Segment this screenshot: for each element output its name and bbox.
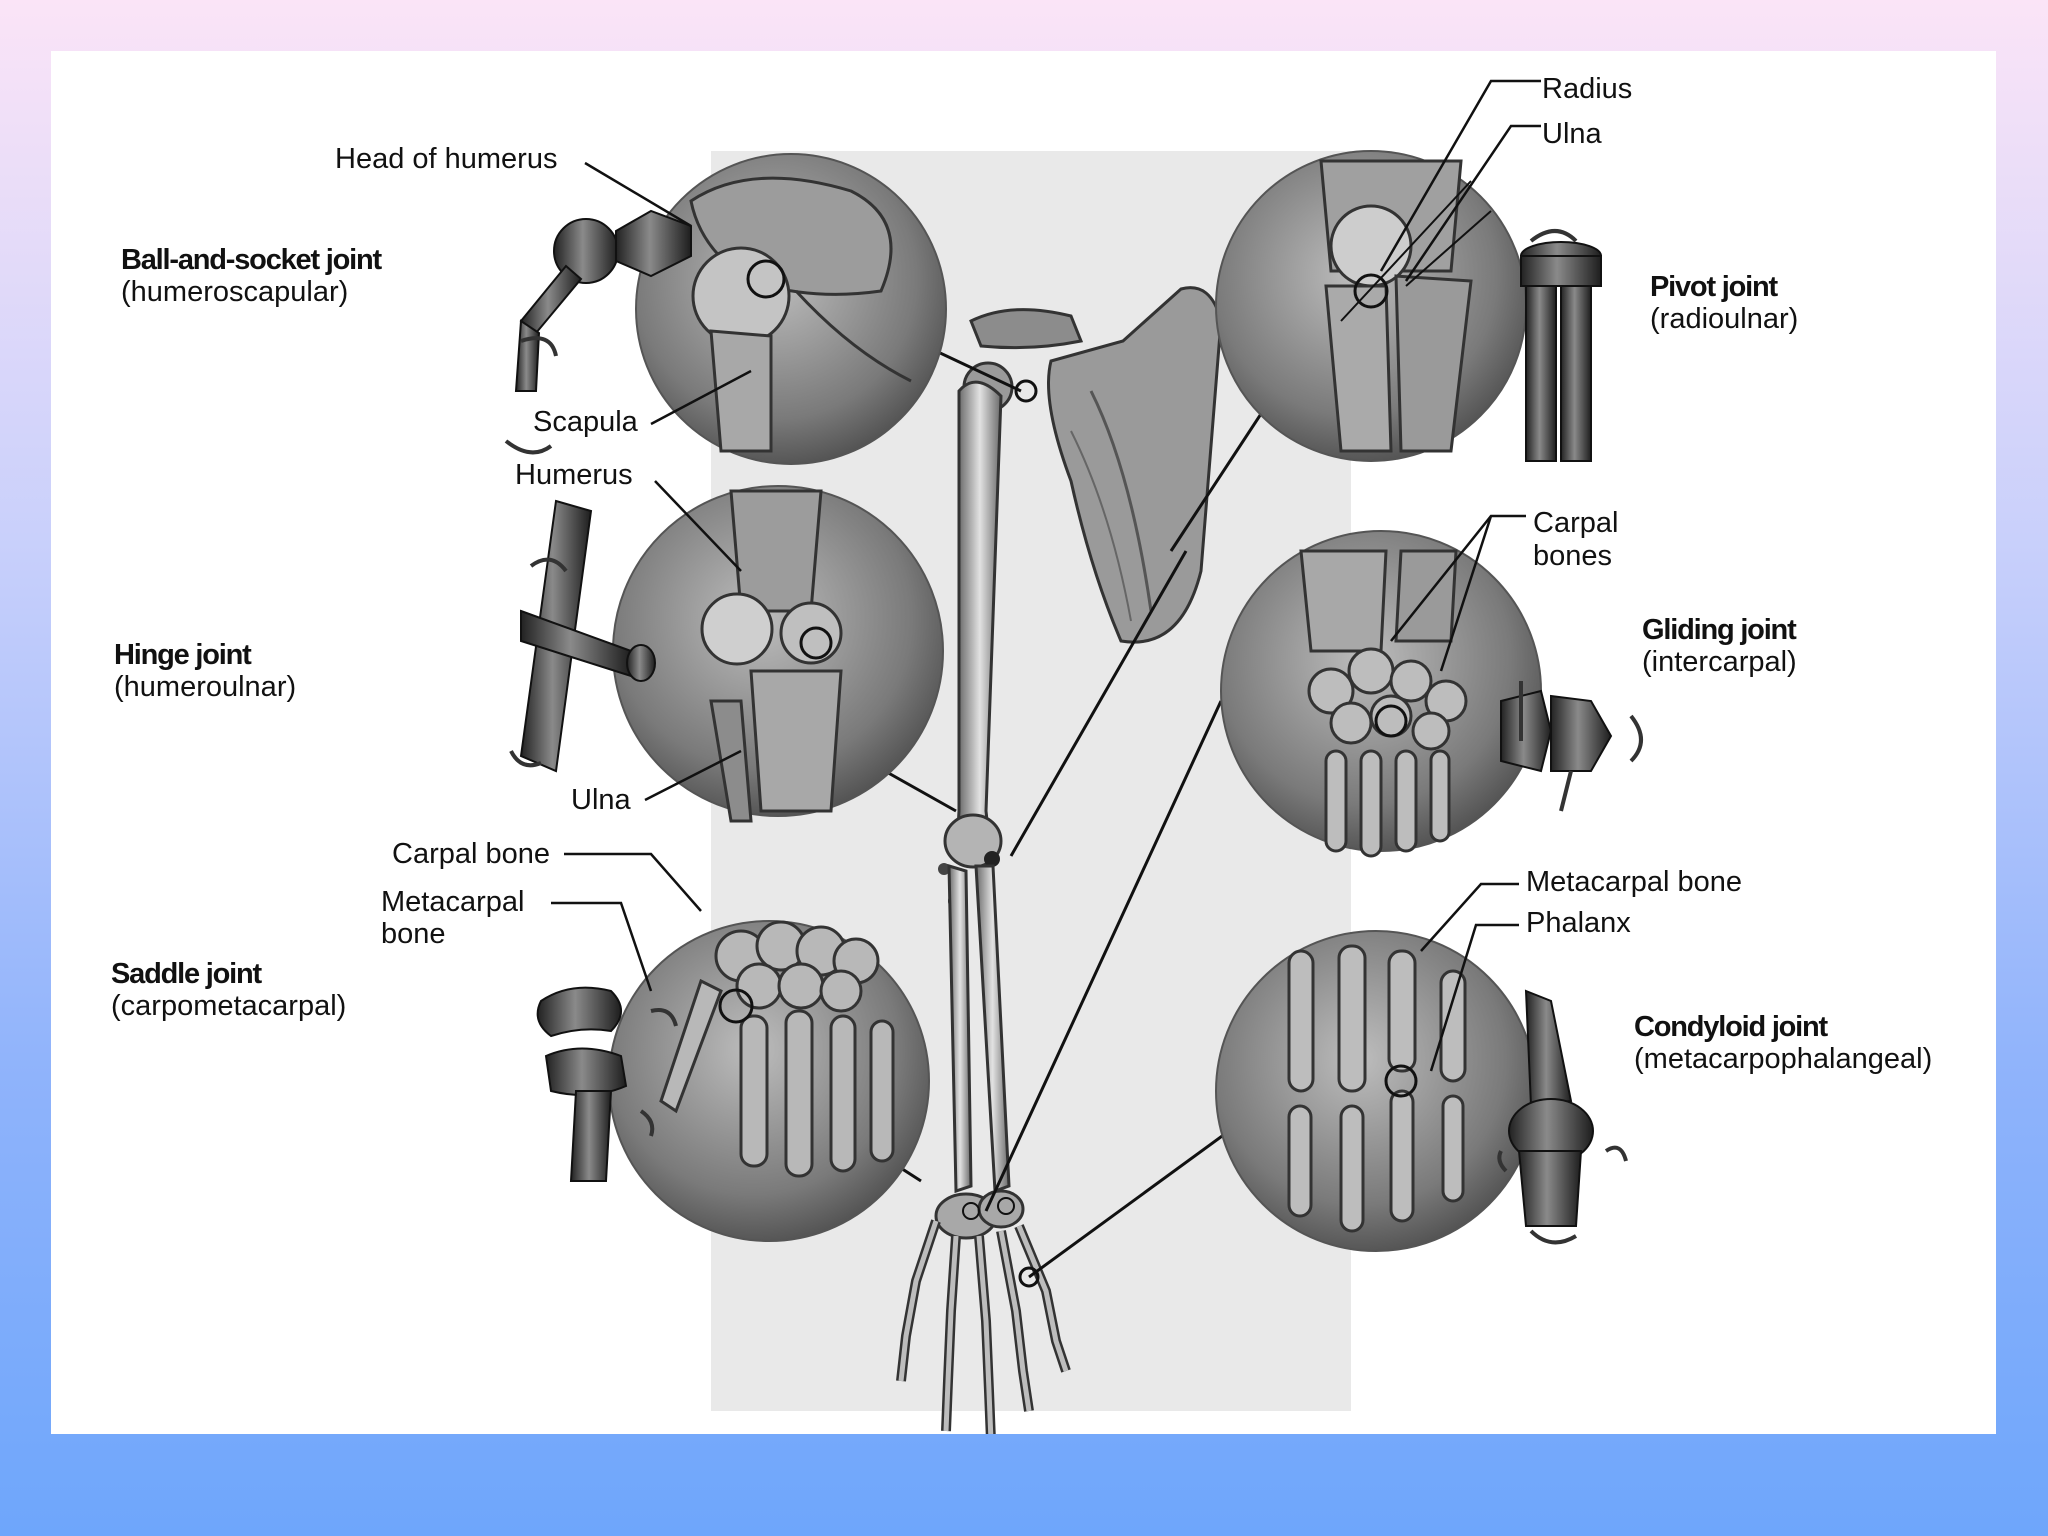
- joint-gliding-name: Gliding joint: [1642, 614, 1796, 646]
- joint-pivot-name: Pivot joint: [1650, 271, 1777, 303]
- joint-hinge-name: Hinge joint: [114, 639, 251, 671]
- label-metacarpal-bone-right: Metacarpal bone: [1526, 866, 1742, 898]
- acromion: [971, 310, 1081, 348]
- label-carpal-bones-1: Carpal: [1533, 507, 1618, 539]
- joint-gliding-subtitle: (intercarpal): [1642, 646, 1797, 678]
- pivot-model: [1521, 242, 1601, 461]
- joint-saddle-subtitle: (carpometacarpal): [111, 990, 346, 1022]
- label-metacarpal-bone-left-2: bone: [381, 918, 446, 950]
- label-radius: Radius: [1542, 73, 1632, 105]
- label-carpal-bones-2: bones: [1533, 540, 1612, 572]
- slide-panel: Head of humerus Scapula Humerus Ulna Car…: [51, 51, 1996, 1434]
- joint-ball-subtitle: (humeroscapular): [121, 276, 348, 308]
- joint-saddle-name: Saddle joint: [111, 958, 261, 990]
- joint-ball-name: Ball-and-socket joint: [121, 244, 381, 276]
- joint-hinge-subtitle: (humeroulnar): [114, 671, 296, 703]
- saddle-model: [538, 988, 626, 1181]
- joint-condyloid-name: Condyloid joint: [1634, 1011, 1827, 1043]
- joint-condyloid-subtitle: (metacarpophalangeal): [1634, 1043, 1932, 1075]
- label-ulna-right: Ulna: [1542, 118, 1602, 150]
- ball-socket-detail: [636, 154, 946, 464]
- humerus-bone: [959, 382, 1001, 856]
- label-metacarpal-bone-left-1: Metacarpal: [381, 886, 524, 918]
- label-humerus: Humerus: [515, 459, 633, 491]
- pivot-detail: [1216, 151, 1526, 461]
- joint-pivot-subtitle: (radioulnar): [1650, 303, 1798, 335]
- label-ulna-left: Ulna: [571, 784, 631, 816]
- condyloid-detail: [1216, 931, 1536, 1251]
- label-head-of-humerus: Head of humerus: [335, 143, 557, 175]
- hinge-detail: [613, 486, 943, 821]
- label-phalanx: Phalanx: [1526, 907, 1631, 939]
- label-carpal-bone: Carpal bone: [392, 838, 550, 870]
- ulna-bone: [976, 866, 1009, 1191]
- label-scapula: Scapula: [533, 406, 638, 438]
- gliding-detail: [1221, 531, 1541, 856]
- gliding-model: [1501, 691, 1611, 771]
- saddle-detail: [609, 921, 929, 1241]
- radius-bone: [949, 866, 971, 1191]
